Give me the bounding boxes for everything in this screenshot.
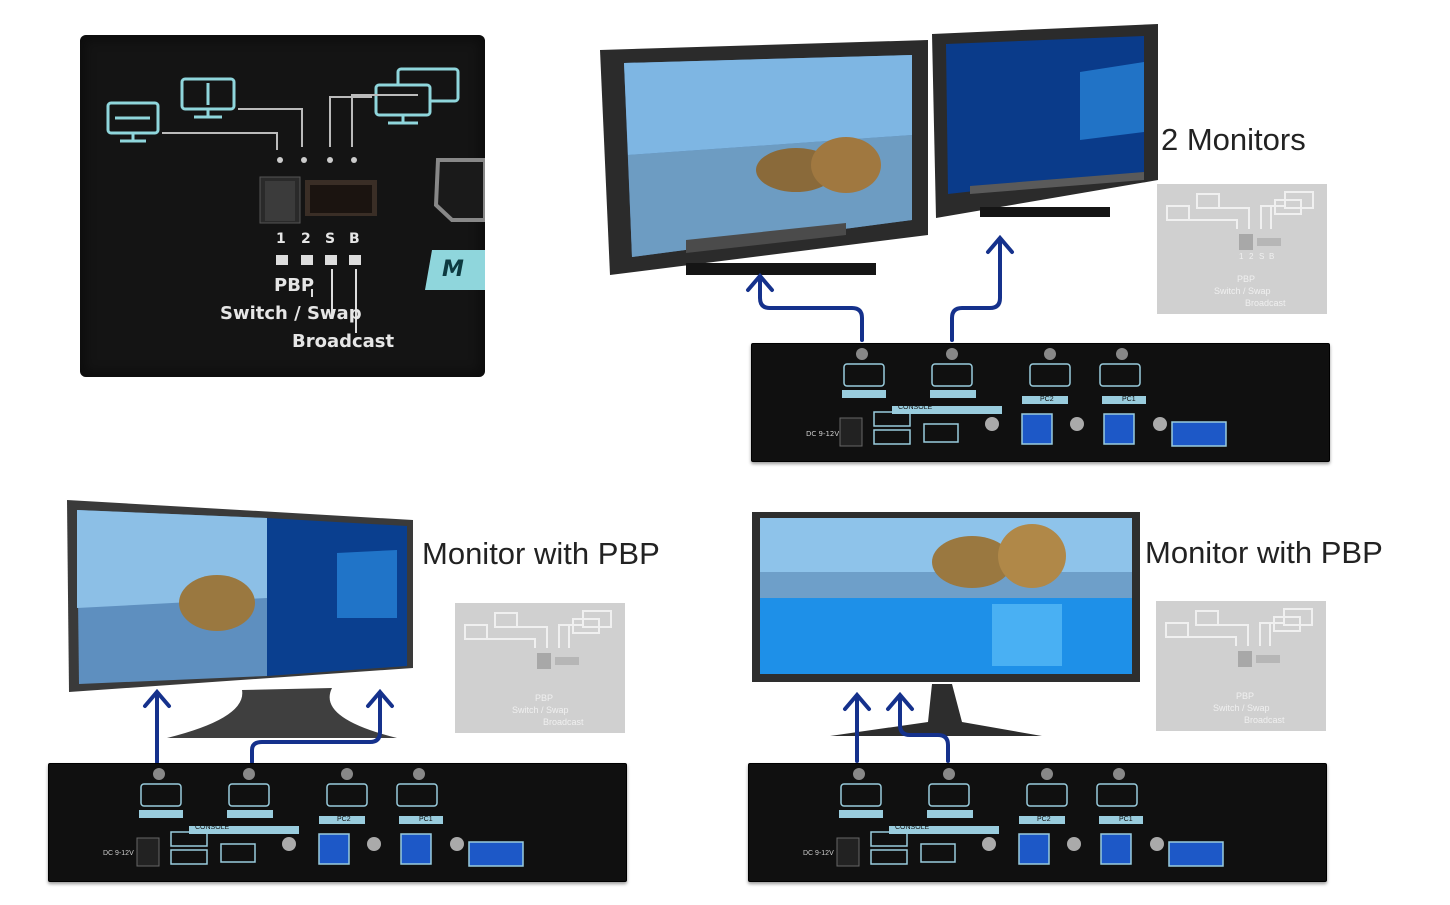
pbp-monitor-left [67, 498, 417, 758]
thumb-broadcast: Broadcast [1245, 298, 1286, 308]
thumb-switch-swap: Switch / Swap [1214, 286, 1271, 296]
position-2-label: 2 [301, 231, 311, 247]
thumb-pos-b: B [1269, 252, 1275, 261]
switch-thumbnail-left: PBP Switch / Swap Broadcast [455, 603, 625, 733]
thumb-pbp: PBP [1236, 691, 1255, 701]
pc1-label: PC1 [419, 816, 433, 823]
switch-thumbnail-top: 1 2 S B PBP Switch / Swap Broadcast [1157, 184, 1327, 314]
thumb-pos-s: S [1259, 252, 1265, 261]
pc2-label: PC2 [1040, 396, 1054, 403]
pbp-monitor-right [752, 512, 1142, 742]
pbp-left-caption: Monitor with PBP [422, 536, 660, 571]
kvm-switch-top: DC 9-12V CONSOLE PC2 PC1 [751, 343, 1330, 462]
dual-monitor-icon [374, 67, 460, 125]
pc2-label: PC2 [337, 816, 351, 823]
thumb-switch-swap: Switch / Swap [1213, 703, 1270, 713]
position-s-label: S [325, 231, 336, 247]
kvm-switch-left: DC 9-12V CONSOLE PC2 PC1 [48, 763, 627, 882]
closeup-graphics [106, 67, 487, 333]
position-1-label: 1 [276, 231, 286, 247]
monitor-2 [930, 22, 1160, 227]
pc1-label: PC1 [1122, 396, 1136, 403]
monitor-1 [596, 35, 936, 280]
switch-thumbnail-right: PBP Switch / Swap Broadcast [1156, 601, 1326, 731]
monitor-split-icon [180, 77, 236, 119]
thumb-switch-swap: Switch / Swap [512, 705, 569, 715]
hdmi-port-icon [843, 363, 885, 387]
console-label: CONSOLE [895, 824, 930, 831]
thumb-broadcast: Broadcast [543, 717, 584, 727]
switch-closeup-panel: 1 2 S B PBP Switch / Swap Broadcast M [80, 35, 487, 377]
monitor-pbp-icon [106, 101, 160, 143]
thumb-pos-2: 2 [1249, 252, 1254, 261]
pc2-label: PC2 [1037, 816, 1051, 823]
position-b-label: B [349, 231, 360, 247]
kvm-switch-right: DC 9-12V CONSOLE PC2 PC1 [748, 763, 1327, 882]
two-monitors-caption: 2 Monitors [1161, 122, 1306, 157]
signal-arrows-top [746, 234, 1014, 342]
pbp-label: PBP [274, 275, 315, 296]
thumb-pbp: PBP [1237, 274, 1256, 284]
power-label: DC 9-12V [806, 430, 840, 438]
broadcast-label: Broadcast [292, 331, 395, 352]
signal-arrows-right [843, 691, 950, 763]
power-label: DC 9-12V [803, 850, 834, 857]
thumb-pbp: PBP [535, 693, 554, 703]
thumb-pos-1: 1 [1239, 252, 1244, 261]
pbp-right-caption: Monitor with PBP [1145, 535, 1383, 570]
switch-swap-label: Switch / Swap [220, 303, 362, 324]
signal-arrows-left [143, 688, 394, 764]
port-mark-label: M [442, 257, 464, 282]
console-label: CONSOLE [898, 404, 933, 411]
power-label: DC 9-12V [103, 850, 134, 857]
console-label: CONSOLE [195, 824, 230, 831]
thumb-broadcast: Broadcast [1244, 715, 1285, 725]
pc1-label: PC1 [1119, 816, 1133, 823]
